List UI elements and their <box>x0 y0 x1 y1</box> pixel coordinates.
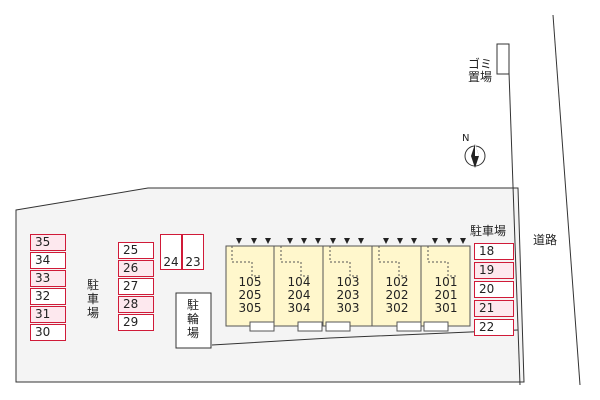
room-number: 304 <box>287 301 311 315</box>
parking-spot: 30 <box>30 324 66 341</box>
parking-spot: 29 <box>118 314 154 331</box>
unit-103: 103 203 303 <box>324 276 372 315</box>
room-number: 105 <box>238 275 262 289</box>
parking-spot: 33 <box>30 270 66 287</box>
room-number: 302 <box>385 301 409 315</box>
parking-spot: 28 <box>118 296 154 313</box>
unit-104: 104 204 304 <box>275 276 323 315</box>
room-number: 202 <box>385 288 409 302</box>
bicycle-label: 駐輪場 <box>186 298 199 340</box>
parking-spot: 27 <box>118 278 154 295</box>
parking-spot: 25 <box>118 242 154 259</box>
road-line-left <box>507 43 521 386</box>
north-label: N <box>462 133 470 144</box>
room-number: 204 <box>287 288 311 302</box>
parking-spot: 20 <box>474 281 514 298</box>
unit-105: 105 205 305 <box>226 276 274 315</box>
unit-102: 102 202 302 <box>373 276 421 315</box>
unit-101: 101 201 301 <box>422 276 470 315</box>
north-arrow-icon <box>464 144 486 168</box>
parking-spot: 18 <box>474 243 514 260</box>
room-number: 103 <box>336 275 360 289</box>
parking-spot: 22 <box>474 319 514 336</box>
road-line-right <box>552 14 581 386</box>
garbage-label-line1: ゴミ <box>468 57 493 71</box>
room-number: 102 <box>385 275 409 289</box>
room-number: 305 <box>238 301 262 315</box>
room-number: 203 <box>336 288 360 302</box>
parking-spot: 34 <box>30 252 66 269</box>
parking-spot: 26 <box>118 260 154 277</box>
road-label: 道路 <box>533 233 558 247</box>
room-number: 101 <box>434 275 458 289</box>
garbage-label-line2: 置場 <box>468 70 493 84</box>
room-number: 301 <box>434 301 458 315</box>
garbage-area-box <box>496 43 510 75</box>
parking-spot: 23 <box>182 234 204 270</box>
room-number: 205 <box>238 288 262 302</box>
parking-label-left: 駐車場 <box>86 278 99 320</box>
parking-spot: 24 <box>160 234 182 270</box>
room-number: 303 <box>336 301 360 315</box>
building <box>225 238 471 332</box>
parking-spot: 32 <box>30 288 66 305</box>
room-number: 104 <box>287 275 311 289</box>
parking-label-right: 駐車場 <box>470 224 507 238</box>
parking-spot: 21 <box>474 300 514 317</box>
parking-spot: 31 <box>30 306 66 323</box>
parking-spot: 35 <box>30 234 66 251</box>
parking-spot: 19 <box>474 262 514 279</box>
room-number: 201 <box>434 288 458 302</box>
bicycle-area-box <box>175 292 212 349</box>
